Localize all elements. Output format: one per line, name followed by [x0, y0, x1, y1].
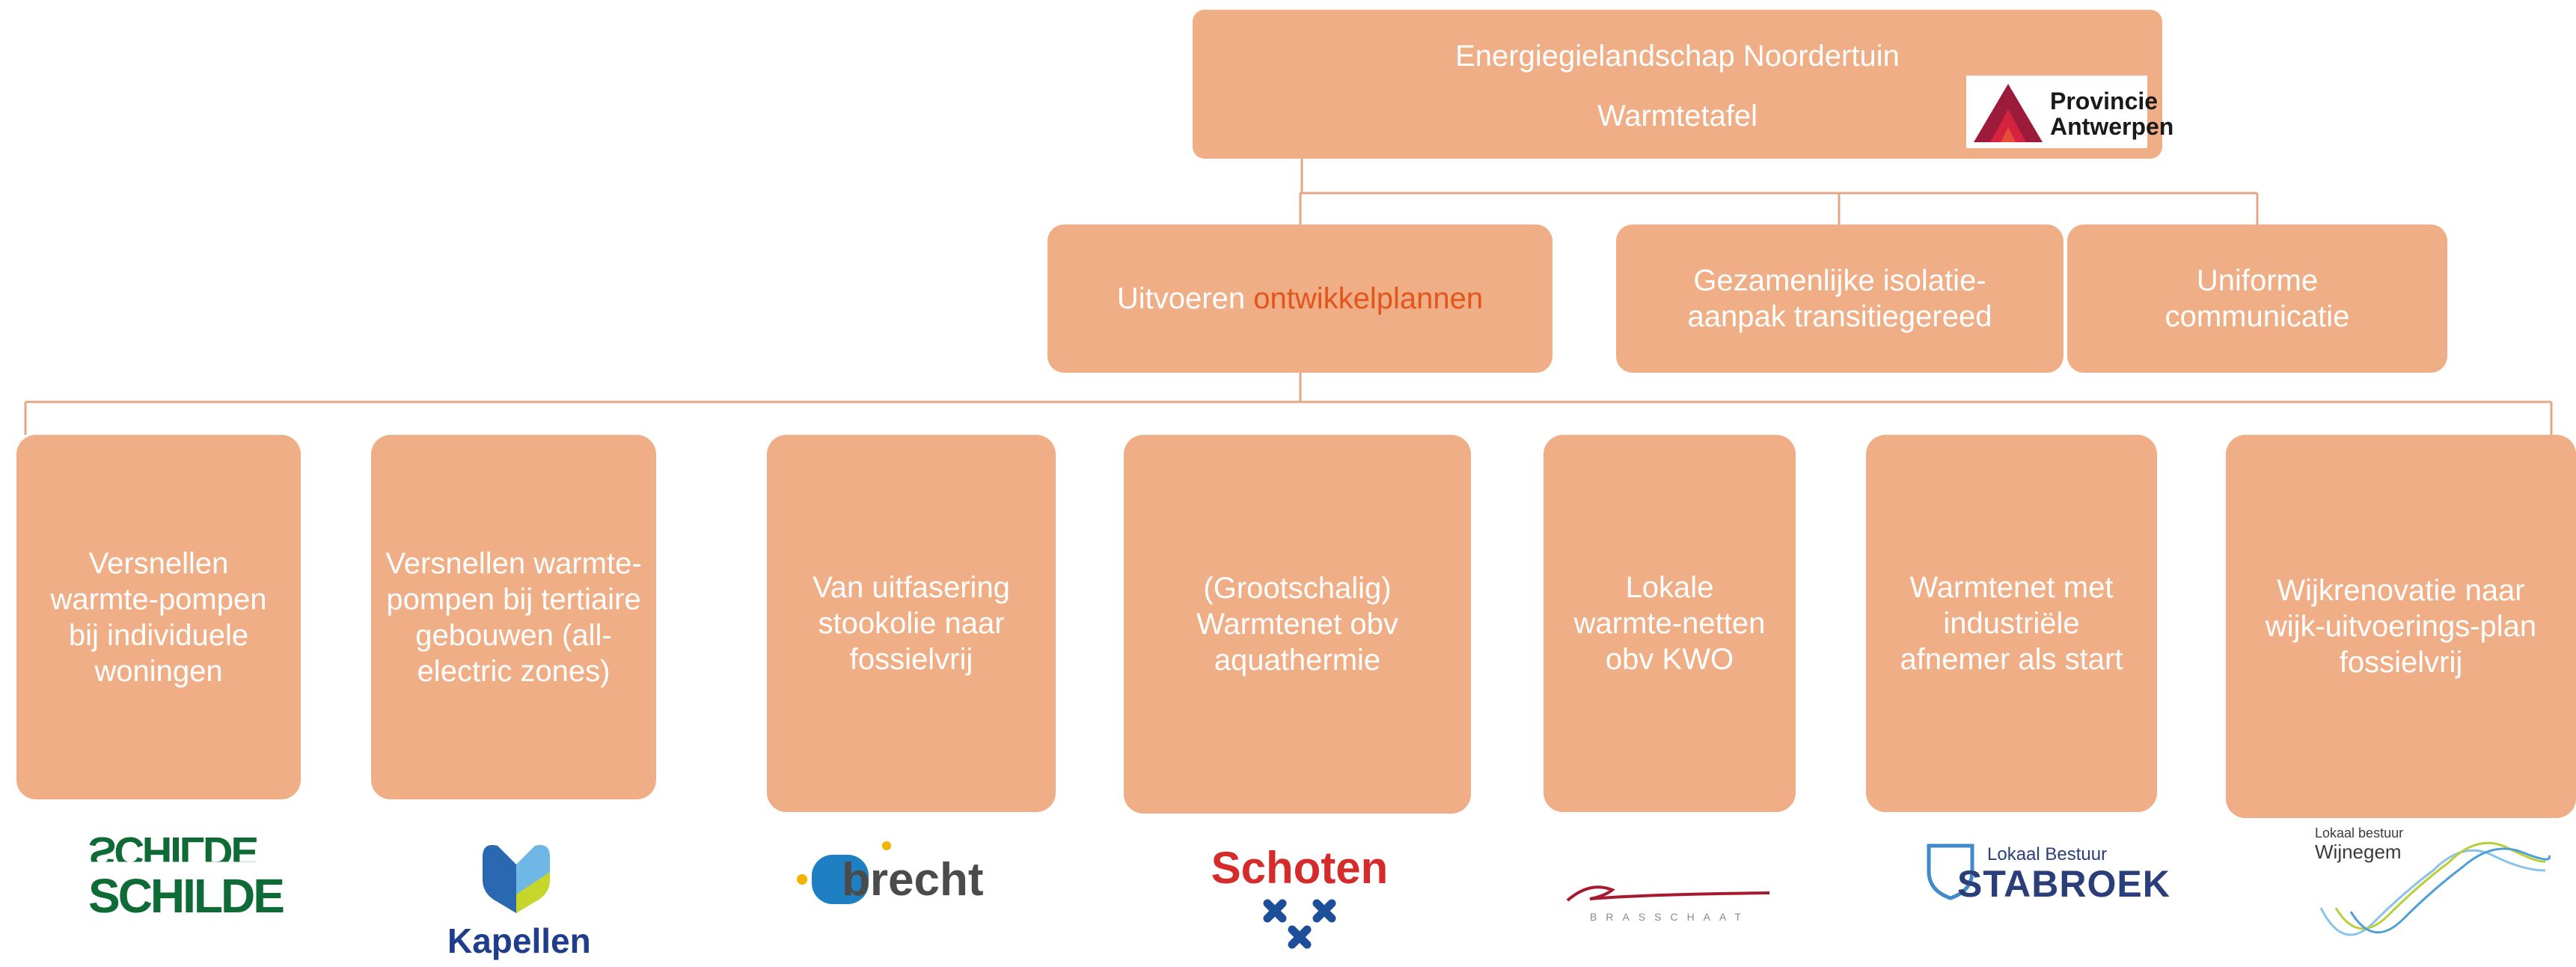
- project-label: Versnellen warmte-pompen bij tertiaire g…: [385, 546, 642, 688]
- provincie-label: Provincie: [2050, 88, 2159, 115]
- stabroek-shield-icon: [1927, 844, 1974, 900]
- brecht-logo: brecht: [797, 838, 1006, 913]
- pillar-label: Gezamenlijke isolatie-aanpak transitiege…: [1687, 264, 1992, 333]
- pillar-isolatie: Gezamenlijke isolatie-aanpak transitiege…: [1616, 225, 2063, 373]
- pillar-communicatie: Uniforme communicatie: [2067, 225, 2447, 373]
- pillar-ontwikkelplannen: Uitvoeren ontwikkelplannen: [1047, 225, 1552, 373]
- brasschaat-logo-text: BRASSCHAAT: [1590, 911, 1750, 923]
- project-label: (Grootschalig) Warmtenet obv aquathermie: [1196, 572, 1398, 677]
- project-box-schilde: Versnellen warmte-pompen bij individuele…: [16, 435, 301, 799]
- stabroek-big-text: STABROEK: [1957, 863, 2170, 905]
- brasschaat-logo: BRASSCHAAT: [1560, 879, 1784, 947]
- pillar-highlight: ontwikkelplannen: [1253, 282, 1484, 315]
- header-subtitle: Warmtetafel: [1597, 100, 1758, 132]
- project-label: Wijkrenovatie naar wijk-uitvoerings-plan…: [2265, 574, 2537, 679]
- project-label: Versnellen warmte-pompen bij individuele…: [50, 546, 267, 688]
- project-box-brasschaat: Lokale warmte-netten obv KWO: [1544, 435, 1796, 812]
- stabroek-logo: Lokaal Bestuur STABROEK: [1924, 837, 2170, 927]
- brecht-b-icon: [812, 855, 869, 904]
- schoten-crosses-icon: [1263, 899, 1336, 949]
- pillar-label: Uniforme communicatie: [2164, 264, 2350, 333]
- schoten-logo: Schoten: [1191, 842, 1408, 962]
- header-box: Energiegielandschap Noordertuin Warmteta…: [1193, 10, 2173, 159]
- project-label: Van uitfasering stookolie naar fossielvr…: [813, 571, 1010, 676]
- kapellen-logo: Kapellen: [447, 842, 591, 962]
- wijnegem-big-text: Wijnegem: [2315, 841, 2402, 863]
- project-label: Lokale warmte-netten obv KWO: [1573, 571, 1766, 676]
- wijnegem-waves-icon: [2319, 841, 2551, 936]
- wijnegem-logo: Lokaal bestuur Wijnegem: [2313, 826, 2553, 953]
- kapellen-logo-text: Kapellen: [447, 921, 591, 960]
- schilde-logo-line2: SCHILDE: [88, 869, 285, 923]
- province-mountain-icon: [1974, 84, 2043, 142]
- schoten-logo-text: Schoten: [1211, 843, 1389, 893]
- kapellen-heart-icon: [483, 845, 550, 913]
- wijnegem-small-text: Lokaal bestuur: [2315, 826, 2404, 841]
- brecht-dot-left: [797, 874, 807, 885]
- brecht-logo-text: brecht: [842, 854, 984, 906]
- stabroek-small-text: Lokaal Bestuur: [1987, 844, 2108, 864]
- brasschaat-swoosh-icon: [1566, 885, 1770, 902]
- project-box-kapellen: Versnellen warmte-pompen bij tertiaire g…: [371, 435, 656, 799]
- pillar-label: Uitvoeren: [1116, 282, 1254, 315]
- antwerpen-label: Antwerpen: [2050, 113, 2174, 140]
- provincie-antwerpen-logo: Provincie Antwerpen: [1966, 76, 2173, 148]
- schilde-logo: SCHILDE SCHILDE: [88, 832, 285, 937]
- brecht-dot-top: [882, 841, 891, 850]
- project-box-schoten: (Grootschalig) Warmtenet obv aquathermie: [1124, 435, 1471, 814]
- header-title: Energiegielandschap Noordertuin: [1455, 40, 1900, 73]
- project-label: Warmtenet met industriële afnemer als st…: [1900, 571, 2123, 676]
- project-box-wijnegem: Wijkrenovatie naar wijk-uitvoerings-plan…: [2226, 435, 2576, 818]
- project-box-stabroek: Warmtenet met industriële afnemer als st…: [1866, 435, 2157, 812]
- project-box-brecht: Van uitfasering stookolie naar fossielvr…: [767, 435, 1056, 812]
